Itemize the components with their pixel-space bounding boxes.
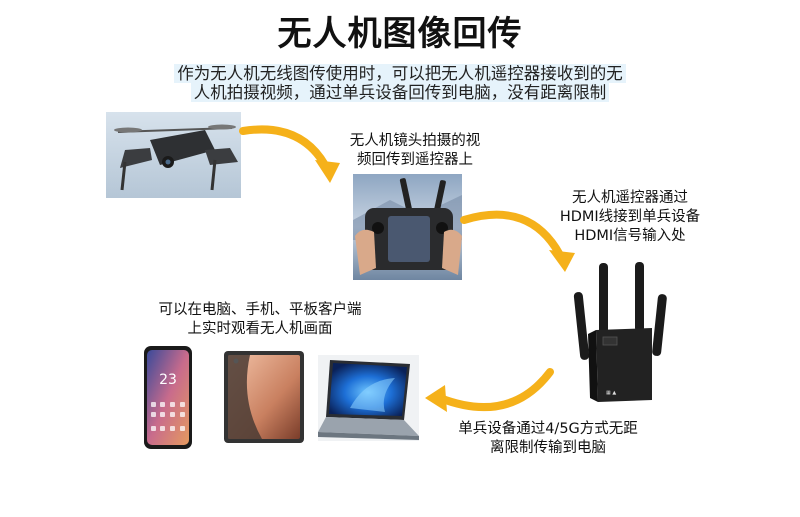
- step-clients-line-2: 上实时观看无人机画面: [187, 321, 333, 337]
- subtitle: 作为无人机无线图传使用时，可以把无人机遥控器接收到的无 人机拍摄视频，通过单兵设…: [150, 64, 650, 102]
- step-network-line-2: 离限制传输到电脑: [490, 440, 606, 456]
- step-hdmi-label: 无人机遥控器通过 HDMI线接到单兵设备 HDMI信号输入处: [535, 189, 725, 246]
- drone-icon: [106, 112, 241, 198]
- page-title: 无人机图像回传: [277, 14, 523, 54]
- arrowhead-1: [315, 160, 340, 183]
- arrow-remote-to-box: [460, 210, 564, 259]
- subtitle-line-2: 人机拍摄视频，通过单兵设备回传到电脑，没有距离限制: [190, 83, 610, 102]
- svg-text:▦ ▲: ▦ ▲: [606, 390, 616, 396]
- step-camera-line-2: 频回传到遥控器上: [357, 152, 473, 168]
- step-hdmi-line-1: 无人机遥控器通过: [572, 190, 688, 206]
- step-hdmi-line-2: HDMI线接到单兵设备: [559, 209, 701, 225]
- arrow-heads: [315, 160, 575, 412]
- remote-controller-icon: [353, 174, 462, 280]
- step-clients-label: 可以在电脑、手机、平板客户端 上实时观看无人机画面: [140, 301, 380, 339]
- flow-arrows: [239, 125, 564, 412]
- arrow-drone-to-remote: [239, 125, 329, 169]
- step-network-line-1: 单兵设备通过4/5G方式无距: [458, 421, 638, 437]
- step-network-label: 单兵设备通过4/5G方式无距 离限制传输到电脑: [438, 420, 658, 458]
- transmitter-box-icon: ▦ ▲: [573, 262, 667, 402]
- subtitle-line-1: 作为无人机无线图传使用时，可以把无人机遥控器接收到的无: [174, 64, 626, 83]
- arrowhead-2: [549, 250, 575, 272]
- step-hdmi-line-3: HDMI信号输入处: [574, 228, 686, 244]
- tablet-icon: [224, 351, 304, 443]
- arrow-box-to-laptop: [436, 368, 554, 412]
- phone-time: 23: [159, 372, 177, 388]
- step-camera-line-1: 无人机镜头拍摄的视: [349, 133, 481, 149]
- laptop-icon: [318, 355, 419, 441]
- step-clients-line-1: 可以在电脑、手机、平板客户端: [158, 302, 362, 318]
- step-camera-label: 无人机镜头拍摄的视 频回传到遥控器上: [330, 132, 500, 170]
- arrowhead-3: [425, 385, 447, 412]
- phone-icon: 23: [144, 346, 192, 449]
